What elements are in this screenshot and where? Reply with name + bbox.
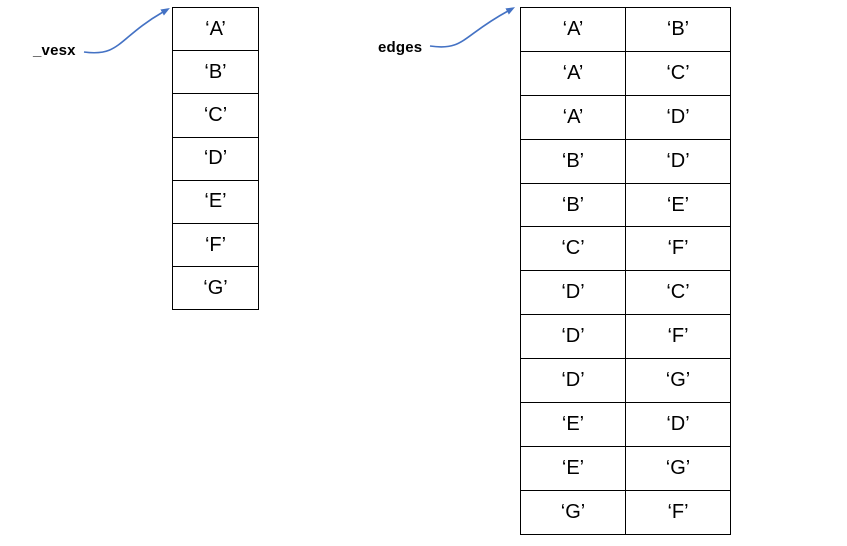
- edge-to-cell: ‘F’: [625, 314, 731, 360]
- vertex-row: ‘E’: [172, 179, 259, 224]
- edge-row: ‘A’ ‘D’: [520, 94, 731, 140]
- edge-from-cell: ‘B’: [520, 138, 626, 184]
- edge-to-cell: ‘D’: [625, 402, 731, 447]
- vertex-cell: ‘G’: [172, 266, 259, 311]
- edge-row: ‘B’ ‘E’: [520, 182, 731, 228]
- edge-row: ‘D’ ‘F’: [520, 314, 731, 360]
- edge-to-cell: ‘E’: [625, 182, 731, 228]
- edge-from-cell: ‘G’: [520, 489, 626, 535]
- edge-row: ‘A’ ‘B’: [520, 7, 731, 52]
- edges-table: ‘A’ ‘B’ ‘A’ ‘C’ ‘A’ ‘D’ ‘B’ ‘D’ ‘B’ ‘E’ …: [520, 7, 731, 535]
- edge-row: ‘B’ ‘D’: [520, 138, 731, 184]
- edge-row: ‘D’ ‘C’: [520, 270, 731, 316]
- edge-row: ‘E’ ‘G’: [520, 445, 731, 491]
- edge-row: ‘A’ ‘C’: [520, 50, 731, 96]
- edge-to-cell: ‘G’: [625, 445, 731, 491]
- edge-to-cell: ‘D’: [625, 138, 731, 184]
- edge-from-cell: ‘D’: [520, 314, 626, 360]
- edge-from-cell: ‘D’: [520, 270, 626, 316]
- edge-to-cell: ‘G’: [625, 358, 731, 404]
- vertex-row: ‘A’: [172, 6, 259, 52]
- edge-from-cell: ‘D’: [520, 358, 626, 404]
- edge-to-cell: ‘B’: [625, 7, 731, 52]
- vertex-cell: ‘D’: [172, 136, 259, 181]
- vertices-table: ‘A’ ‘B’ ‘C’ ‘D’ ‘E’ ‘F’ ‘G’: [172, 6, 259, 311]
- edge-row: ‘E’ ‘D’: [520, 402, 731, 447]
- edge-from-cell: ‘C’: [520, 226, 626, 272]
- edge-from-cell: ‘A’: [520, 94, 626, 140]
- vertex-cell: ‘B’: [172, 50, 259, 95]
- edge-to-cell: ‘F’: [625, 226, 731, 272]
- vertex-row: ‘D’: [172, 136, 259, 181]
- vertex-cell: ‘E’: [172, 179, 259, 224]
- vertices-pointer-label: _vesx: [33, 42, 76, 59]
- edges-pointer-label: edges: [378, 39, 423, 56]
- edge-from-cell: ‘A’: [520, 50, 626, 96]
- vertex-cell: ‘F’: [172, 222, 259, 268]
- vertex-row: ‘C’: [172, 93, 259, 138]
- edge-to-cell: ‘F’: [625, 489, 731, 535]
- vertex-cell: ‘C’: [172, 93, 259, 138]
- edge-from-cell: ‘E’: [520, 445, 626, 491]
- edge-row: ‘D’ ‘G’: [520, 358, 731, 404]
- edge-row: ‘G’ ‘F’: [520, 489, 731, 535]
- vertex-row: ‘B’: [172, 50, 259, 95]
- edge-row: ‘C’ ‘F’: [520, 226, 731, 272]
- vertex-cell: ‘A’: [172, 6, 259, 52]
- edge-to-cell: ‘C’: [625, 50, 731, 96]
- vesx-arrow: [83, 7, 170, 54]
- edge-from-cell: ‘E’: [520, 402, 626, 447]
- edge-from-cell: ‘B’: [520, 182, 626, 228]
- edge-to-cell: ‘C’: [625, 270, 731, 316]
- edges-arrow: [429, 7, 516, 48]
- edge-from-cell: ‘A’: [520, 7, 626, 52]
- vertex-row: ‘G’: [172, 266, 259, 311]
- vertex-row: ‘F’: [172, 222, 259, 268]
- edge-to-cell: ‘D’: [625, 94, 731, 140]
